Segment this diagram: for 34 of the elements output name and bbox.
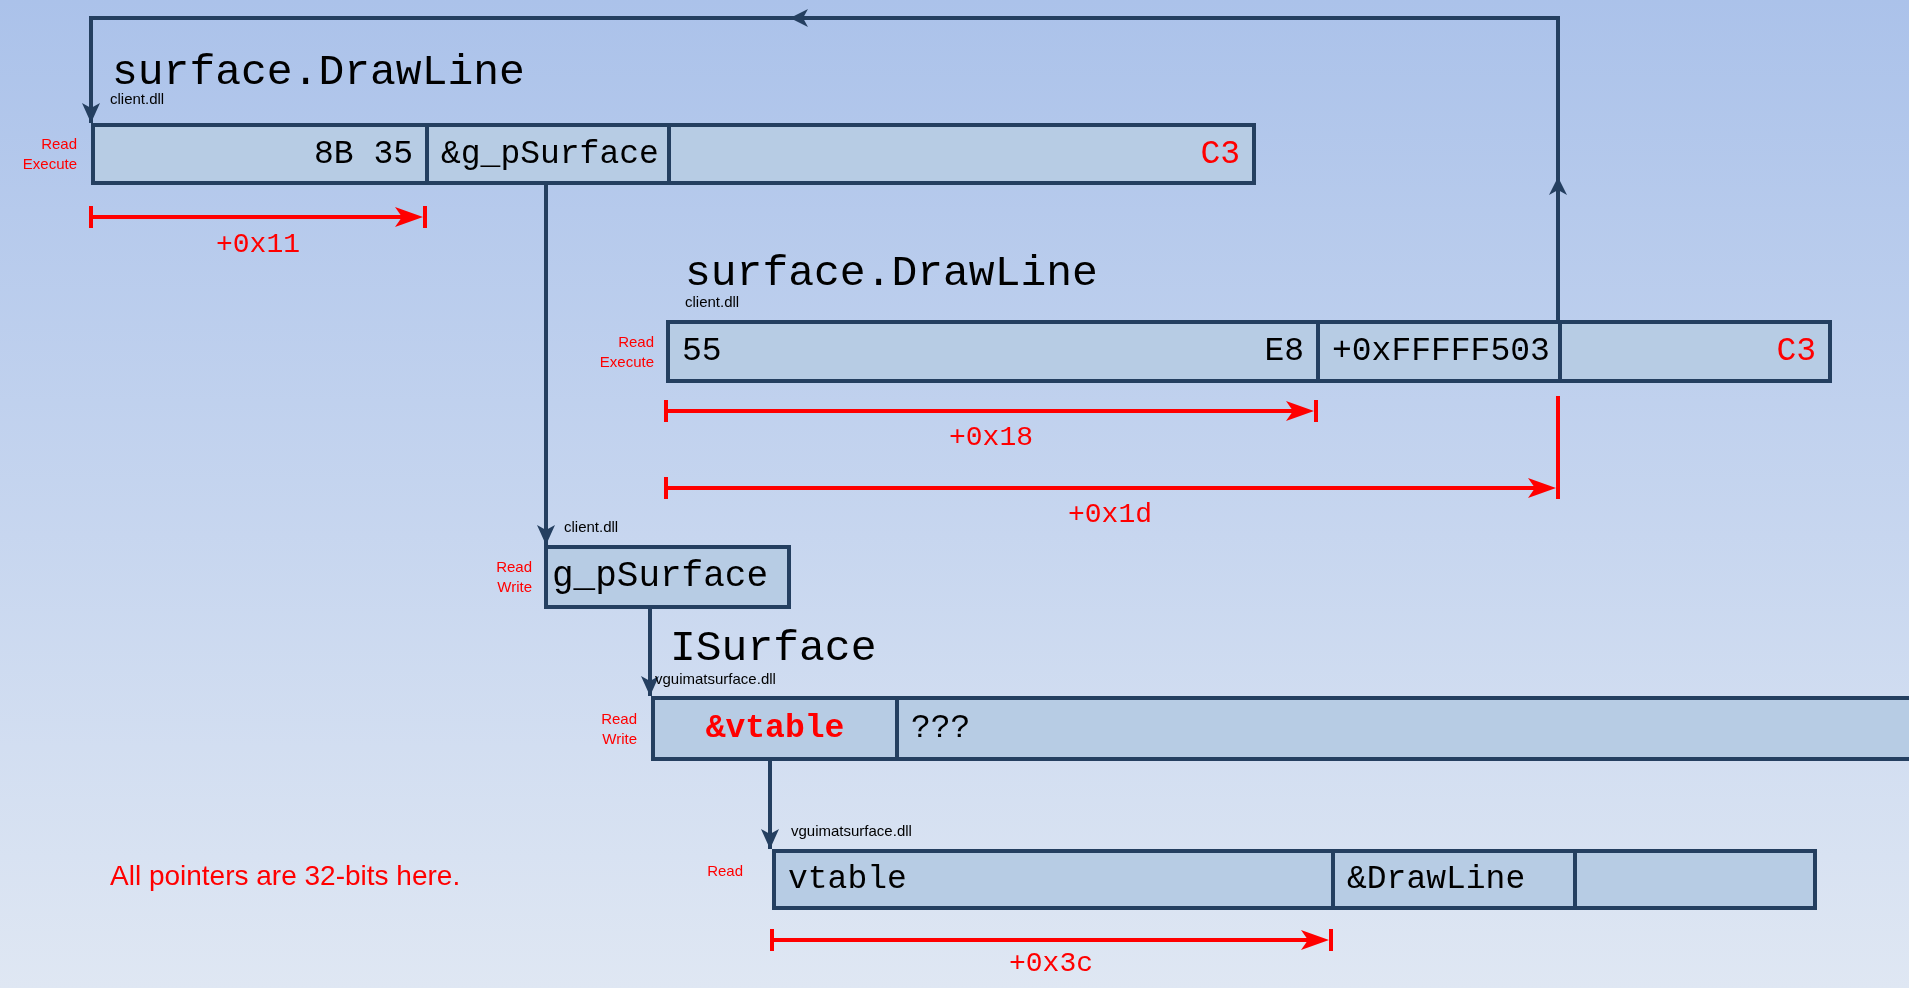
memory-cell: vtable <box>776 853 1331 906</box>
access-label: Read Write <box>600 708 637 749</box>
access-label: Read Write <box>495 557 532 597</box>
block-title: surface.DrawLine <box>112 51 525 94</box>
offset-label: +0x18 <box>949 424 1033 452</box>
memory-cell-text: g_pSurface <box>551 555 770 599</box>
block-title: ISurface <box>670 627 877 670</box>
block-title: surface.DrawLine <box>685 252 1098 295</box>
module-label: vguimatsurface.dll <box>791 823 912 838</box>
module-label: client.dll <box>685 294 740 309</box>
access-label: Read Execute <box>598 331 654 372</box>
offset-label: +0x1d <box>1068 501 1152 529</box>
arrow <box>641 609 659 696</box>
memory-cell: 8B 35 <box>95 127 425 181</box>
module-label: client.dll <box>110 91 165 106</box>
access-label: Read <box>706 861 743 881</box>
memory-cell: ??? <box>895 700 1909 757</box>
module-label: client.dll <box>564 519 619 534</box>
cell-text: E8 <box>1264 335 1304 368</box>
offset-label: +0x11 <box>216 231 300 259</box>
memory-cell: &vtable <box>655 700 895 757</box>
arrow <box>82 9 1567 320</box>
cell-text: 55 <box>682 335 722 368</box>
module-label: vguimatsurface.dll <box>655 671 776 686</box>
memory-cell: &g_pSurface <box>425 127 667 181</box>
memory-cell: &DrawLine <box>1331 853 1573 906</box>
note-text: All pointers are 32-bits here. <box>110 862 461 890</box>
offset-label: +0x3c <box>1009 950 1093 978</box>
memory-cell: +0xFFFFF503 <box>1316 324 1558 379</box>
arrow <box>537 185 555 545</box>
access-label: Read Execute <box>21 134 77 174</box>
memory-cell: C3 <box>667 127 1252 181</box>
arrow <box>761 761 779 849</box>
memory-cell: C3 <box>1558 324 1828 379</box>
